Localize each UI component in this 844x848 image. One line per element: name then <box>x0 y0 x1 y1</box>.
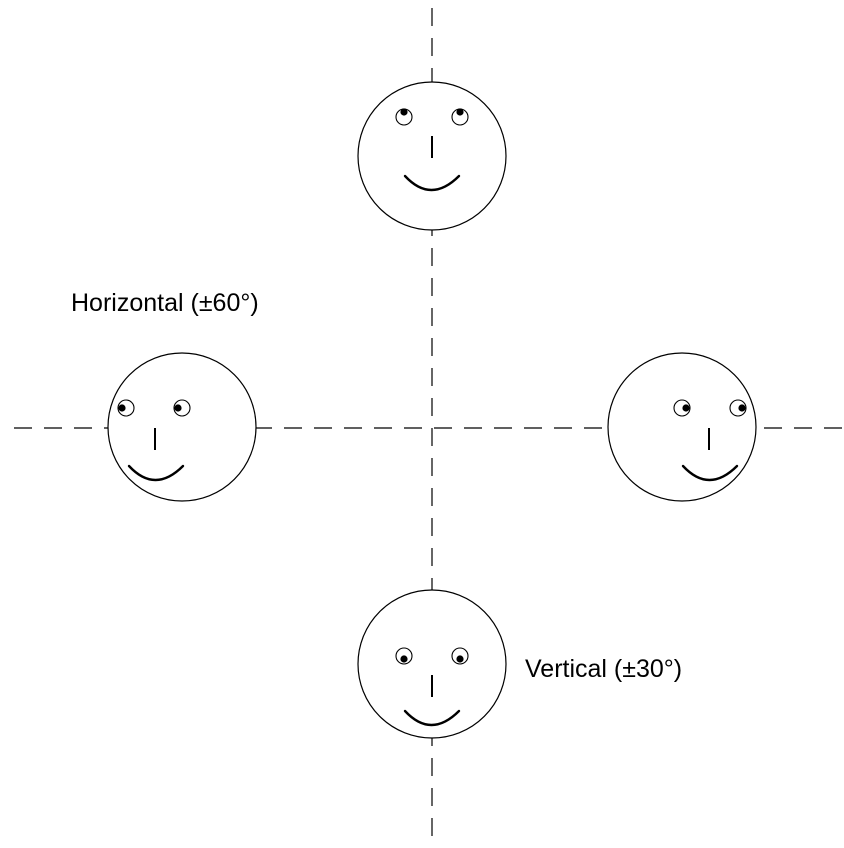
face-outline <box>607 352 757 502</box>
smile-mouth <box>127 464 185 482</box>
pupil <box>456 108 464 116</box>
horizontal-range-label: Horizontal (±60°) <box>71 289 259 317</box>
face-outline <box>357 589 507 739</box>
right-eye <box>451 647 469 665</box>
right-eye <box>451 108 469 126</box>
right-eye <box>173 399 191 417</box>
face-outline <box>107 352 257 502</box>
pupil <box>456 655 464 663</box>
right-eye <box>729 399 747 417</box>
smile-mouth <box>403 174 461 192</box>
smile-mouth <box>681 464 739 482</box>
pupil <box>682 404 690 412</box>
pupil <box>118 404 126 412</box>
left-eye <box>673 399 691 417</box>
face-looking-left <box>107 352 257 502</box>
pupil <box>400 655 408 663</box>
face-looking-right <box>607 352 757 502</box>
face-looking-down <box>357 589 507 739</box>
pupil <box>400 108 408 116</box>
face-looking-up <box>357 81 507 231</box>
left-eye <box>117 399 135 417</box>
vertical-range-label: Vertical (±30°) <box>525 655 682 683</box>
left-eye <box>395 108 413 126</box>
pupil <box>738 404 746 412</box>
pupil <box>174 404 182 412</box>
smile-mouth <box>403 709 461 727</box>
left-eye <box>395 647 413 665</box>
